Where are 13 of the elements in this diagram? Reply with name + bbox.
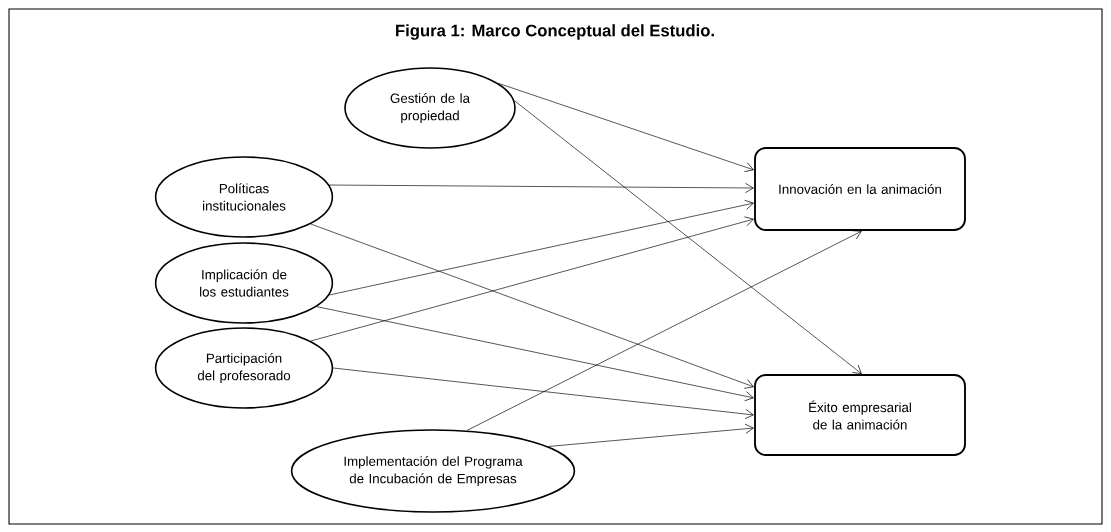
- arrow: [328, 199, 754, 296]
- arrow: [466, 230, 862, 431]
- arrow: [316, 306, 754, 402]
- outcome-box: Éxito empresarial de la animación: [754, 374, 966, 456]
- arrow: [497, 82, 754, 172]
- arrow: [332, 367, 754, 419]
- arrow: [547, 423, 754, 447]
- arrow: [514, 100, 862, 374]
- figure-title: Figura 1: Marco Conceptual del Estudio.: [396, 24, 714, 40]
- arrow: [328, 182, 754, 193]
- arrow: [310, 216, 754, 342]
- outcome-box: Innovación en la animación: [754, 147, 966, 231]
- arrow: [310, 223, 754, 389]
